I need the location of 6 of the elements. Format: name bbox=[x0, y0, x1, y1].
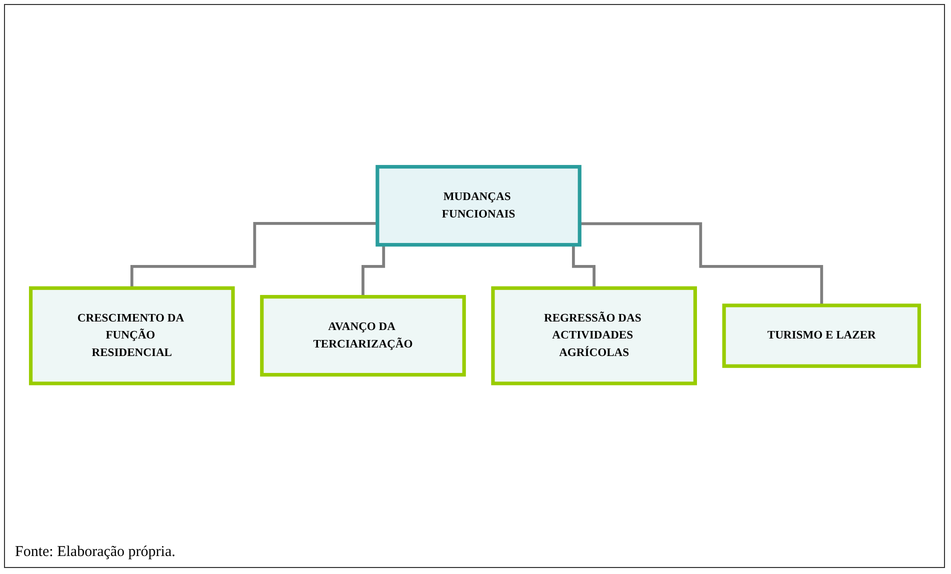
node-box: CRESCIMENTO DA FUNÇÃO RESIDENCIAL bbox=[28, 286, 235, 386]
caption: Fonte: Elaboração própria. bbox=[15, 544, 176, 561]
node-box: AVANÇO DA TERCIARIZAÇÃO bbox=[260, 294, 466, 376]
node-box: TURISMO E LAZER bbox=[722, 304, 922, 368]
node-box: REGRESSÃO DAS ACTIVIDADES AGRÍCOLAS bbox=[491, 286, 697, 386]
node-box: MUDANÇAS FUNCIONAIS bbox=[376, 164, 582, 246]
